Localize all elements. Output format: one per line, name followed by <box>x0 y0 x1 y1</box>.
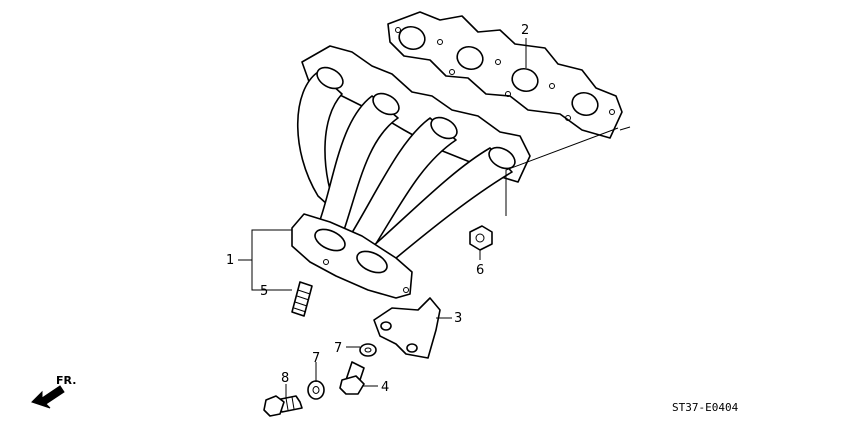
manifold-bracket <box>373 297 441 359</box>
leader-lines <box>238 38 619 398</box>
washer-lower <box>307 380 325 400</box>
diagram-code: ST37-E0404 <box>672 401 739 414</box>
callout-6: 6 <box>476 263 484 278</box>
callout-7-upper: 7 <box>334 341 342 356</box>
callout-1: 1 <box>226 253 234 268</box>
exhaust-manifold <box>291 45 531 299</box>
callout-8: 8 <box>281 371 289 386</box>
callout-2: 2 <box>521 23 529 38</box>
callout-7-lower: 7 <box>312 351 320 366</box>
stud-bolt <box>291 281 313 317</box>
washer-upper <box>359 343 377 357</box>
callout-5: 5 <box>260 284 268 299</box>
direction-label: FR. <box>56 374 76 387</box>
callout-3: 3 <box>454 311 462 326</box>
flange-nut <box>469 225 493 251</box>
front-direction-arrow-icon <box>31 385 65 409</box>
manifold-gasket <box>387 11 631 139</box>
bolt-short <box>339 361 365 395</box>
callout-4: 4 <box>381 380 389 395</box>
flange-bolt <box>263 395 303 417</box>
